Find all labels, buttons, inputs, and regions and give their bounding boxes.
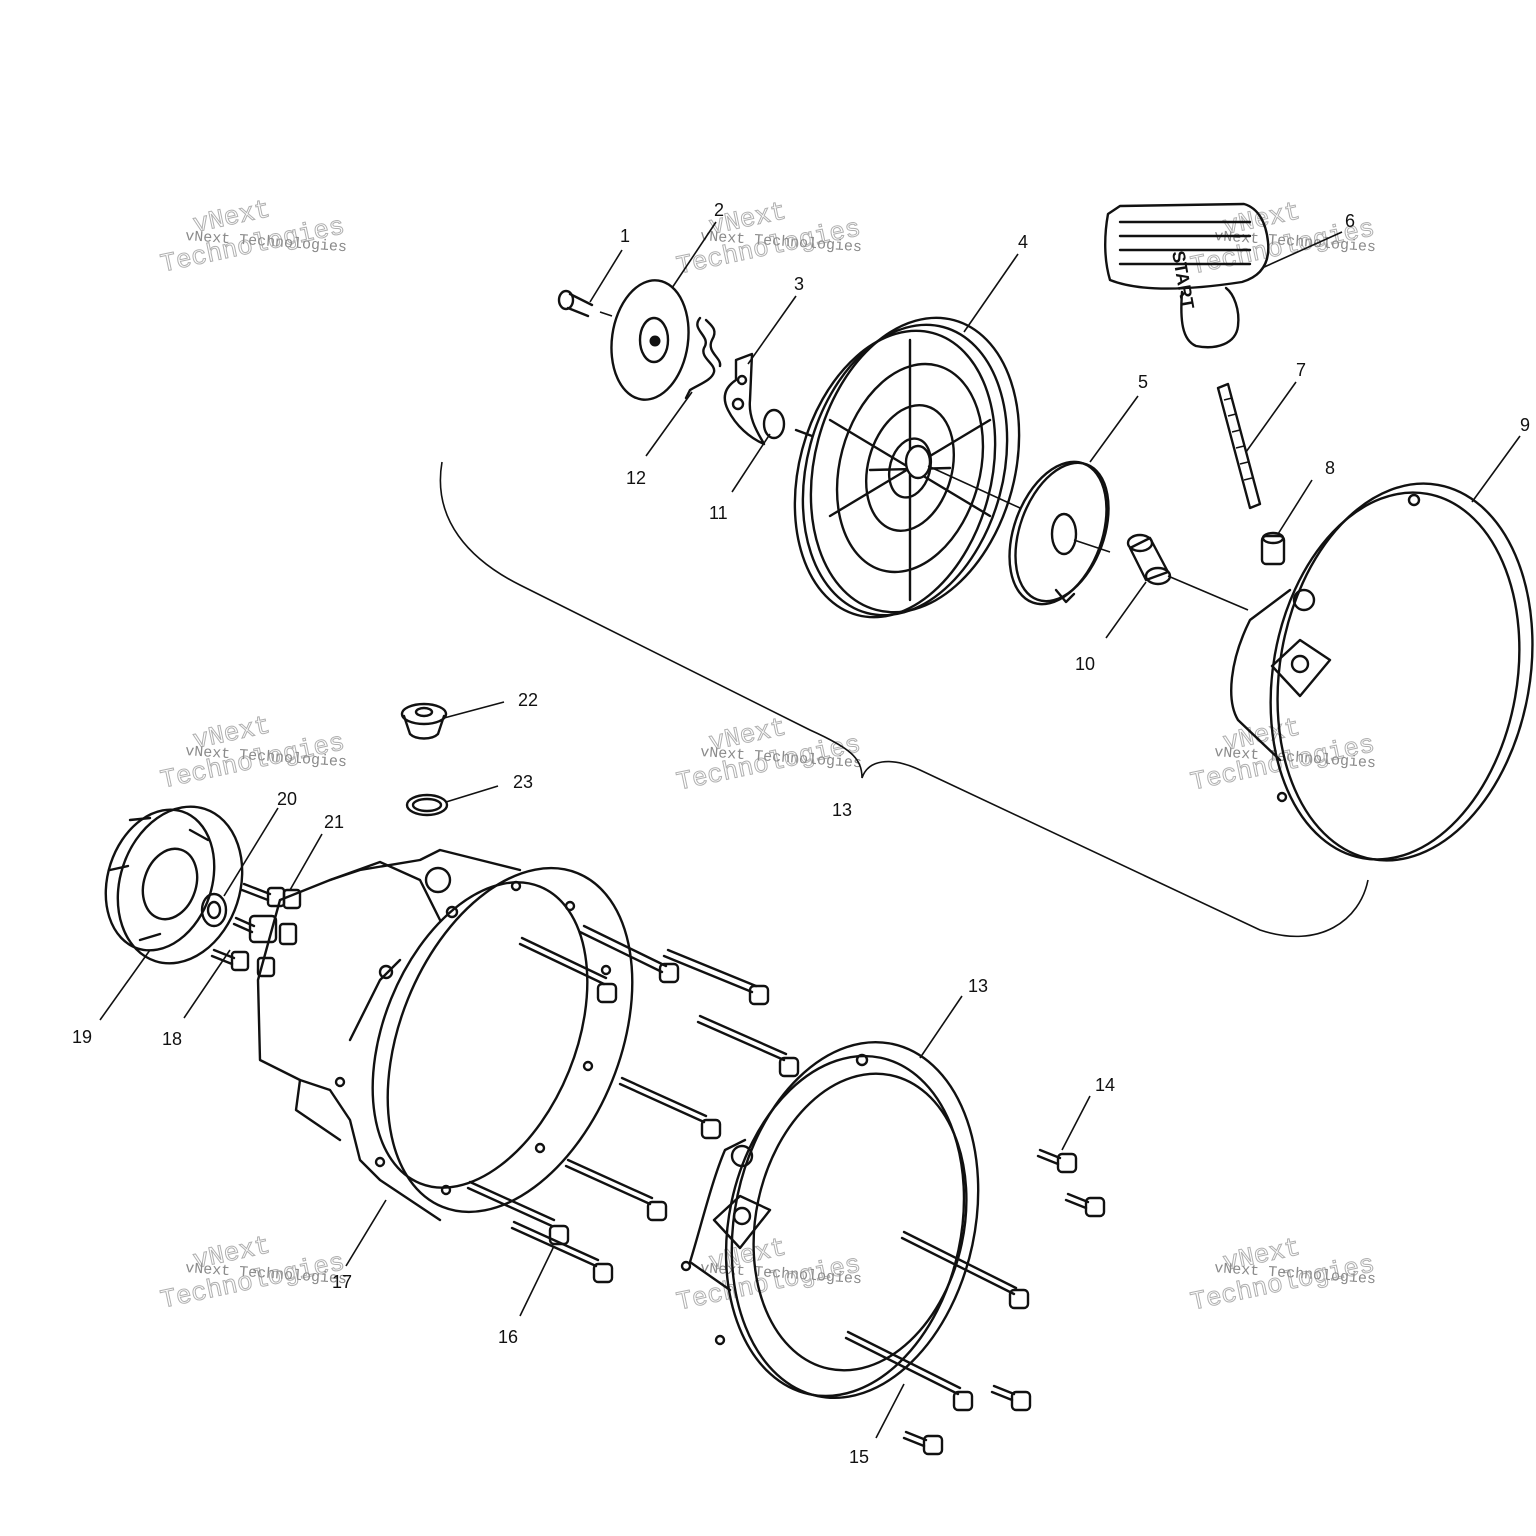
callout-18: 18 — [162, 1029, 182, 1049]
part-14-bolts — [1036, 1148, 1106, 1218]
callout-19: 19 — [72, 1027, 92, 1047]
callout-8: 8 — [1325, 458, 1335, 478]
callout-15: 15 — [849, 1447, 869, 1467]
callout-2: 2 — [714, 200, 724, 220]
callout-12: 12 — [626, 468, 646, 488]
callout-4: 4 — [1018, 232, 1028, 252]
part-1-screw — [557, 289, 613, 318]
callout-13b: 13 — [968, 976, 988, 996]
callout-21: 21 — [324, 812, 344, 832]
callout-23: 23 — [513, 772, 533, 792]
part-4-pulley — [793, 316, 1021, 619]
part-11-ring — [762, 408, 814, 440]
part-9-starter-housing — [1230, 482, 1534, 862]
part-16-bolts — [466, 924, 800, 1284]
callout-10: 10 — [1075, 654, 1095, 674]
assembly-bracket — [439, 461, 1369, 938]
callout-13a: 13 — [832, 800, 852, 820]
watermark: vNext Technologies — [157, 194, 347, 280]
callout-11: 11 — [709, 503, 728, 523]
part-20-washer — [200, 892, 228, 928]
part-13-housing — [680, 1040, 980, 1400]
callout-6: 6 — [1345, 211, 1355, 231]
callout-17: 17 — [332, 1272, 352, 1292]
part-2-drive-plate — [610, 279, 690, 401]
watermark: vNext Technologies — [157, 710, 347, 796]
part-15-bolts — [844, 1230, 1032, 1456]
part-19-cup — [104, 805, 244, 965]
callout-3: 3 — [794, 274, 804, 294]
callout-9: 9 — [1520, 415, 1530, 435]
callout-14: 14 — [1095, 1075, 1115, 1095]
part-12-spring — [684, 316, 722, 400]
part-18-studs — [210, 948, 276, 978]
watermarks: vNext Technologies vNext Technologies vN… — [157, 194, 1377, 1318]
callout-20: 20 — [277, 789, 297, 809]
part-23-o-ring — [405, 793, 449, 817]
callout-5: 5 — [1138, 372, 1148, 392]
callouts: 1 2 3 4 5 6 7 8 9 10 11 12 13 13 14 15 1… — [72, 200, 1530, 1467]
callout-1: 1 — [620, 226, 630, 246]
part-7-rope — [1216, 382, 1262, 510]
part-5-spring-cassette — [1008, 460, 1111, 606]
callout-16: 16 — [498, 1327, 518, 1347]
leader-lines — [99, 221, 1521, 1439]
part-21-studs — [232, 882, 302, 946]
part-8-nut — [1260, 531, 1286, 566]
part-22-plug — [400, 702, 448, 740]
part-10-bushing — [1126, 533, 1249, 611]
part-17-fan-housing — [256, 848, 634, 1222]
part-3-pawl — [723, 352, 766, 446]
callout-7: 7 — [1296, 360, 1306, 380]
callout-22: 22 — [518, 690, 538, 710]
